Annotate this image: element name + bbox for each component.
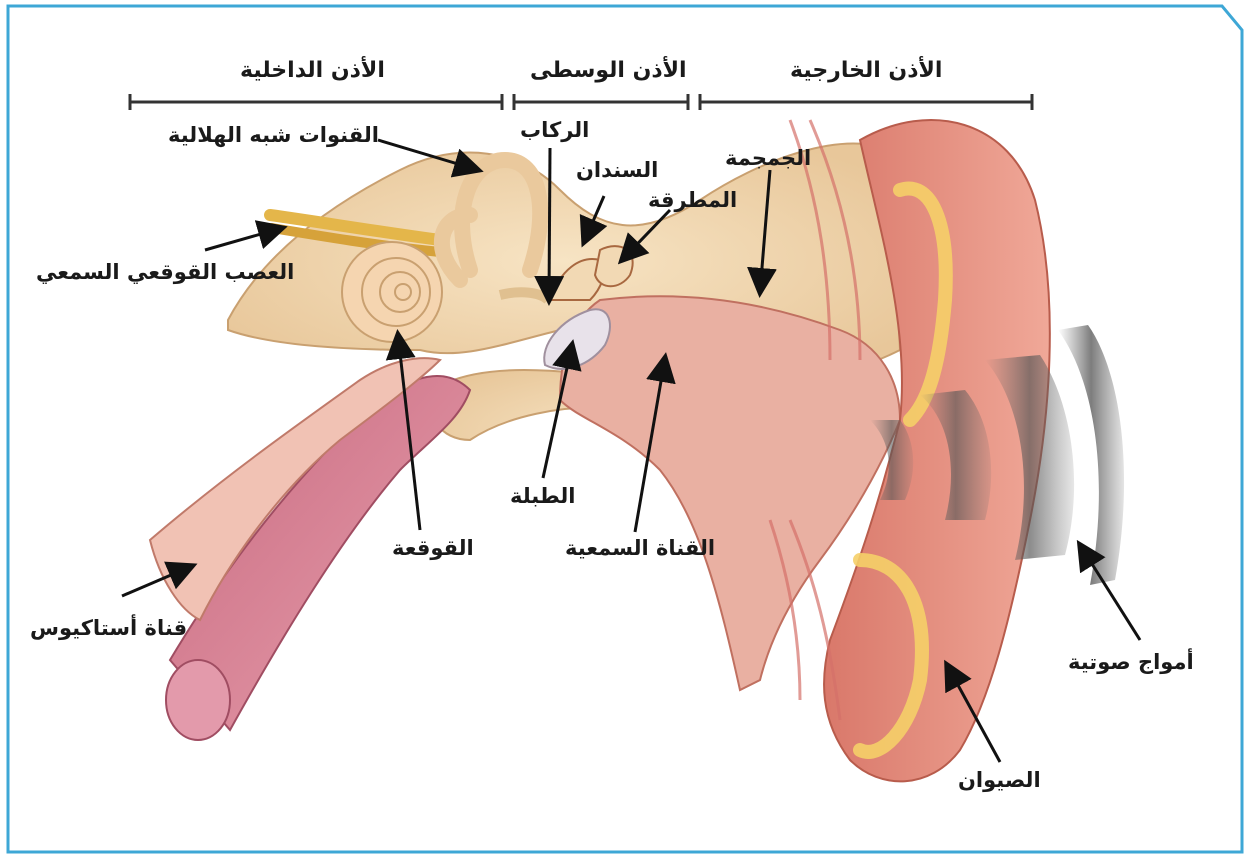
section-middle-ear-label: الأذن الوسطى [530, 60, 687, 82]
ear-canal-label: القناة السمعية [565, 538, 715, 559]
sound-waves-label: أمواج صوتية [1068, 652, 1194, 673]
section-inner-ear-label: الأذن الداخلية [240, 60, 385, 82]
malleus-label: المطرقة [648, 190, 737, 211]
auricle-label: الصيوان [958, 770, 1041, 791]
eardrum-label: الطبلة [510, 486, 575, 507]
tube-end [166, 660, 230, 740]
cochlea-label: القوقعة [392, 538, 474, 559]
eustachian-tube-label: قناة أستاكيوس [30, 618, 187, 639]
stapes-label: الركاب [520, 120, 589, 141]
semicircular-canals-label: القنوات شبه الهلالية [168, 125, 379, 146]
cochlea-shape [342, 242, 442, 342]
auditory-nerve-label: العصب القوقعي السمعي [36, 262, 294, 283]
incus-label: السندان [576, 160, 658, 181]
skull-label: الجمجمة [725, 148, 811, 169]
section-outer-ear-label: الأذن الخارجية [790, 60, 942, 82]
section-brackets [130, 94, 1032, 110]
